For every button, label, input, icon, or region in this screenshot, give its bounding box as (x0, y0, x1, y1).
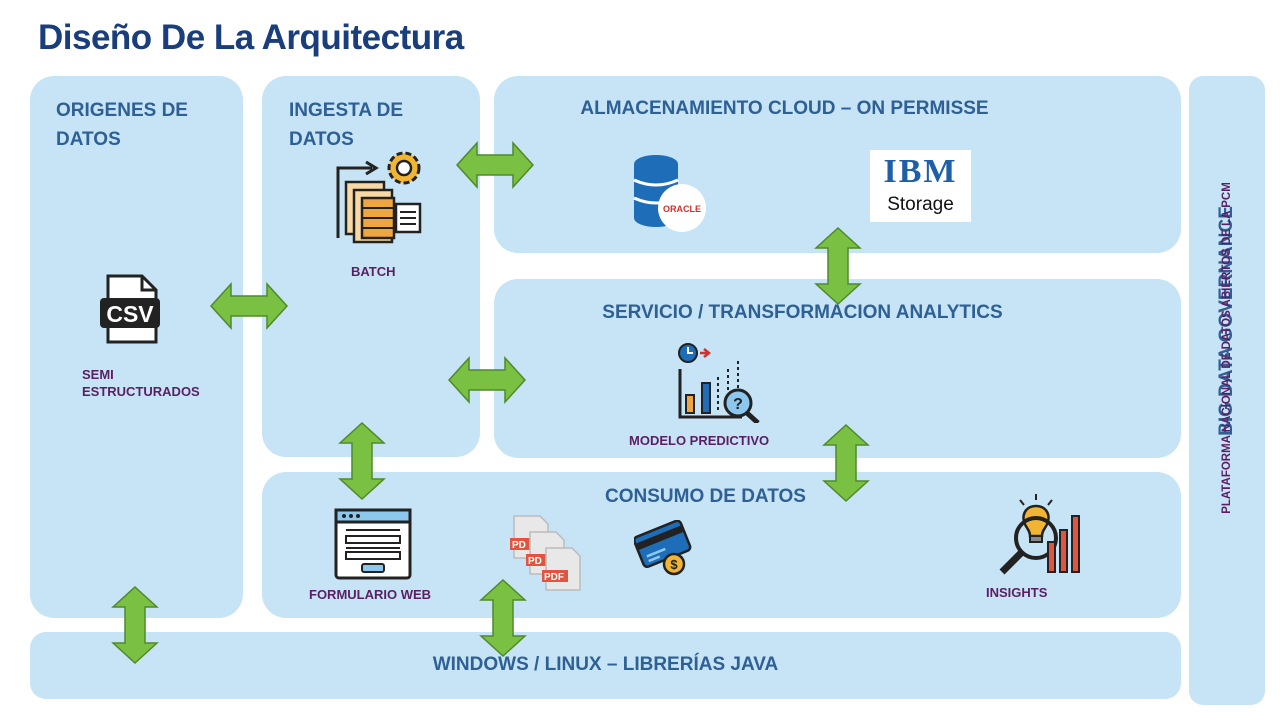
svg-text:$: $ (670, 557, 678, 572)
pdf-partial-1: PD (512, 540, 526, 551)
batch-label: BATCH (351, 264, 396, 279)
insights-icon (999, 494, 1080, 575)
credit-card-payment-icon: $ (634, 520, 692, 576)
arrow-ingesta-consumo (338, 421, 386, 501)
arrow-consumo-windows (479, 578, 527, 658)
almacenamiento-title: ALMACENAMIENTO CLOUD – ON PERMISSE (580, 98, 989, 119)
ibm-storage-text: Storage (887, 194, 954, 215)
ibm-text: IBM (870, 153, 971, 191)
origenes-label-line2: ESTRUCTURADOS (82, 384, 200, 399)
ibm-storage-logo: IBM Storage (870, 150, 971, 222)
oracle-text: ORACLE (663, 204, 701, 214)
panel-almacenamiento: ALMACENAMIENTO CLOUD – ON PERMISSE ORACL… (494, 76, 1181, 253)
csv-text: CSV (106, 301, 154, 327)
web-form-icon (334, 508, 412, 580)
insights-label: INSIGHTS (986, 585, 1048, 600)
servicio-title: SERVICIO / TRANSFORMACION ANALYTICS (602, 302, 1003, 323)
origenes-label-line1: SEMI (82, 367, 114, 382)
arrow-ingesta-almacenamiento (455, 141, 535, 189)
ingesta-title-line2: DATOS (289, 129, 354, 150)
origenes-title-line2: DATOS (56, 129, 121, 150)
arrow-ingesta-servicio (447, 356, 527, 404)
pdf-text: PDF (544, 572, 564, 583)
arrow-origenes-ingesta (209, 282, 289, 330)
panel-ingesta: INGESTA DE DATOS BATCH (262, 76, 480, 457)
pdf-documents-icon: PD PD PDF (510, 515, 581, 591)
formulario-web-label: FORMULARIO WEB (309, 587, 432, 602)
panel-consumo: CONSUMO DE DATOS FORMULARIO WEB PD PD PD… (262, 472, 1181, 618)
panel-servicio: SERVICIO / TRANSFORMACION ANALYTICS ? MO… (494, 279, 1181, 458)
oracle-database-icon: ORACLE (633, 155, 706, 232)
arrow-origenes-windows (111, 585, 159, 665)
panel-windows-linux: WINDOWS / LINUX – LIBRERÍAS JAVA (30, 632, 1181, 699)
predictive-analytics-icon: ? (678, 343, 760, 423)
page-title: Diseño De La Arquitectura (38, 18, 464, 57)
panel-origenes: ORIGENES DE DATOS CSV SEMI ESTRUCTURADOS (30, 76, 243, 618)
windows-title: WINDOWS / LINUX – LIBRERÍAS JAVA (432, 654, 779, 675)
svg-text:?: ? (733, 396, 743, 413)
pdf-partial-2: PD (528, 556, 542, 567)
arrow-servicio-consumo (822, 423, 870, 503)
modelo-predictivo-label: MODELO PREDICTIVO (629, 433, 770, 448)
panel-governance: BIG DATA GOVERNANCE PLATAFORMA NACIONAL … (1189, 76, 1265, 705)
ingesta-title-line1: INGESTA DE (289, 100, 404, 121)
origenes-title-line1: ORIGENES DE (56, 100, 188, 121)
batch-process-icon (336, 151, 422, 244)
csv-file-icon: CSV (100, 274, 160, 344)
governance-subtitle: PLATAFORMA NACIONAL DE DATOS ABIERTOS DE… (1221, 182, 1233, 514)
consumo-title: CONSUMO DE DATOS (605, 486, 806, 507)
arrow-almacenamiento-servicio (814, 226, 862, 306)
